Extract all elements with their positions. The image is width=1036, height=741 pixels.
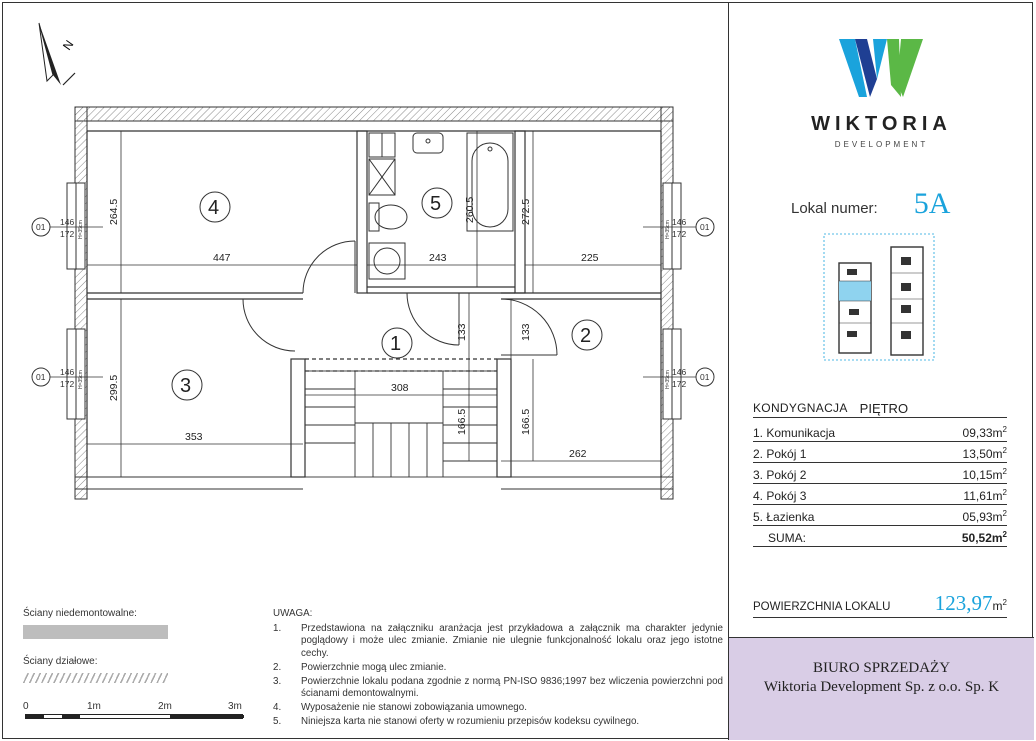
window-note: H=35cm — [78, 370, 84, 389]
room-number: 3 — [180, 375, 191, 397]
unit-number-row: Lokal numer: 5A — [791, 187, 950, 221]
floor-plan: N — [31, 22, 715, 500]
room-number: 4 — [208, 197, 219, 219]
dim-272-5: 272.5 — [520, 199, 532, 225]
note-item: 1.Przedstawiona na załączniku aranżacja … — [273, 622, 723, 660]
level-label: KONDYGNACJA — [753, 401, 848, 415]
window-note: H=35cm — [665, 370, 671, 389]
window-tag: 01 — [700, 372, 710, 382]
dim-353: 353 — [185, 431, 203, 443]
window-note: H=35cm — [665, 220, 671, 239]
dim-133: 133 — [520, 323, 532, 341]
toilet-icon — [374, 204, 408, 230]
room-markers: 1 2 3 4 5 — [171, 187, 603, 401]
level-row: KONDYGNACJA PIĘTRO — [753, 401, 1007, 418]
scale-tick: 3m — [228, 701, 242, 712]
notes: UWAGA: 1.Przedstawiona na załączniku ara… — [273, 608, 723, 730]
dim-243: 243 — [429, 252, 447, 264]
window-tag: 01 — [36, 372, 46, 382]
dim-225: 225 — [581, 252, 599, 264]
window-note: H=35cm — [78, 220, 84, 239]
total-area-value: 123,97 — [934, 591, 993, 615]
level-value: PIĘTRO — [859, 401, 909, 416]
sales-office-title: BIURO SPRZEDAŻY — [812, 660, 951, 676]
door-swings — [242, 240, 558, 356]
bathtub-icon — [466, 132, 514, 232]
notes-heading: UWAGA: — [273, 608, 313, 619]
dim-308: 308 — [391, 382, 409, 394]
brand-subtitle: DEVELOPMENT — [834, 140, 929, 149]
window-head: 172 — [672, 379, 686, 389]
scale-tick: 1m — [87, 701, 101, 712]
sink-icon — [412, 132, 444, 154]
room-number: 1 — [390, 333, 401, 355]
wiktoria-logo-icon — [838, 39, 923, 97]
room-number: 2 — [580, 325, 591, 347]
window-sill: 146 — [672, 367, 686, 377]
dim-264-5: 264.5 — [108, 199, 120, 225]
dim-166-5: 166.5 — [520, 409, 532, 435]
floor-plan-area: N — [3, 3, 729, 740]
window-sill: 146 — [60, 217, 74, 227]
scale-bar-graphic — [25, 714, 244, 719]
unit-label: Lokal numer: — [791, 200, 878, 217]
room-number: 5 — [430, 193, 441, 215]
windows — [66, 182, 682, 420]
note-item: 4.Wyposażenie nie stanowi zobowiązania u… — [273, 702, 527, 714]
window-tags: 01 146 172 01 146 172 01 146 172 01 146 … — [31, 217, 715, 389]
dim-447: 447 — [213, 252, 231, 264]
legend-partition-label: Ściany działowe: — [23, 656, 98, 667]
north-arrow-icon: N — [38, 22, 76, 86]
total-area-unit: m2 — [992, 598, 1007, 613]
legend-solid-swatch — [23, 625, 168, 639]
legend-hatch-swatch — [23, 673, 168, 683]
total-area-row: POWIERZCHNIA LOKALU 123,97 m2 — [753, 591, 1007, 618]
window-head: 172 — [60, 229, 74, 239]
note-item: 3.Powierzchnie lokalu podana zgodnie z n… — [273, 675, 723, 700]
window-sill: 146 — [60, 367, 74, 377]
bathroom-fixtures — [368, 132, 514, 280]
sales-office-company: Wiktoria Development Sp. z o.o. Sp. K — [763, 679, 1000, 695]
note-item: 2.Powierzchnie mogą ulec zmianie. — [273, 661, 447, 673]
dim-260-5: 260.5 — [464, 197, 476, 223]
info-panel: WIKTORIA DEVELOPMENT Lokal numer: 5A — [729, 3, 1034, 740]
interior-walls — [87, 130, 661, 478]
sales-office: BIURO SPRZEDAŻY Wiktoria Development Sp.… — [729, 637, 1034, 740]
total-area-label: POWIERZCHNIA LOKALU — [753, 601, 891, 613]
shower-icon — [368, 158, 396, 196]
window-tag: 01 — [700, 222, 710, 232]
window-head: 172 — [672, 229, 686, 239]
dim-133: 133 — [456, 323, 468, 341]
staircase — [304, 370, 498, 478]
brand-name: WIKTORIA — [811, 113, 952, 135]
dim-262: 262 — [569, 448, 587, 460]
dimension-lines — [87, 131, 661, 477]
brand-logo: WIKTORIA DEVELOPMENT — [729, 33, 1034, 149]
dim-299-5: 299.5 — [108, 375, 120, 401]
unit-number: 5A — [913, 187, 951, 220]
toilet-tank-icon — [368, 202, 380, 232]
scale-bar: 0 1m 2m 3m — [21, 701, 246, 731]
scale-tick: 0 — [23, 701, 29, 712]
north-label: N — [60, 38, 76, 53]
legend-nondemount-label: Ściany niedemontowalne: — [23, 608, 137, 619]
sum-row: SUMA:50,52m2 — [753, 526, 1007, 547]
wall-legend: Ściany niedemontowalne: Ściany działowe: — [23, 608, 253, 689]
scale-tick: 2m — [158, 701, 172, 712]
dimension-labels: 447 243 225 308 353 262 264.5 299.5 260.… — [108, 197, 599, 460]
washing-machine-icon — [368, 242, 406, 280]
dim-166-5: 166.5 — [456, 409, 468, 435]
window-sill: 146 — [672, 217, 686, 227]
key-plan — [823, 233, 935, 361]
window-head: 172 — [60, 379, 74, 389]
window-tag: 01 — [36, 222, 46, 232]
note-item: 5.Niniejsza karta nie stanowi oferty w r… — [273, 715, 640, 727]
